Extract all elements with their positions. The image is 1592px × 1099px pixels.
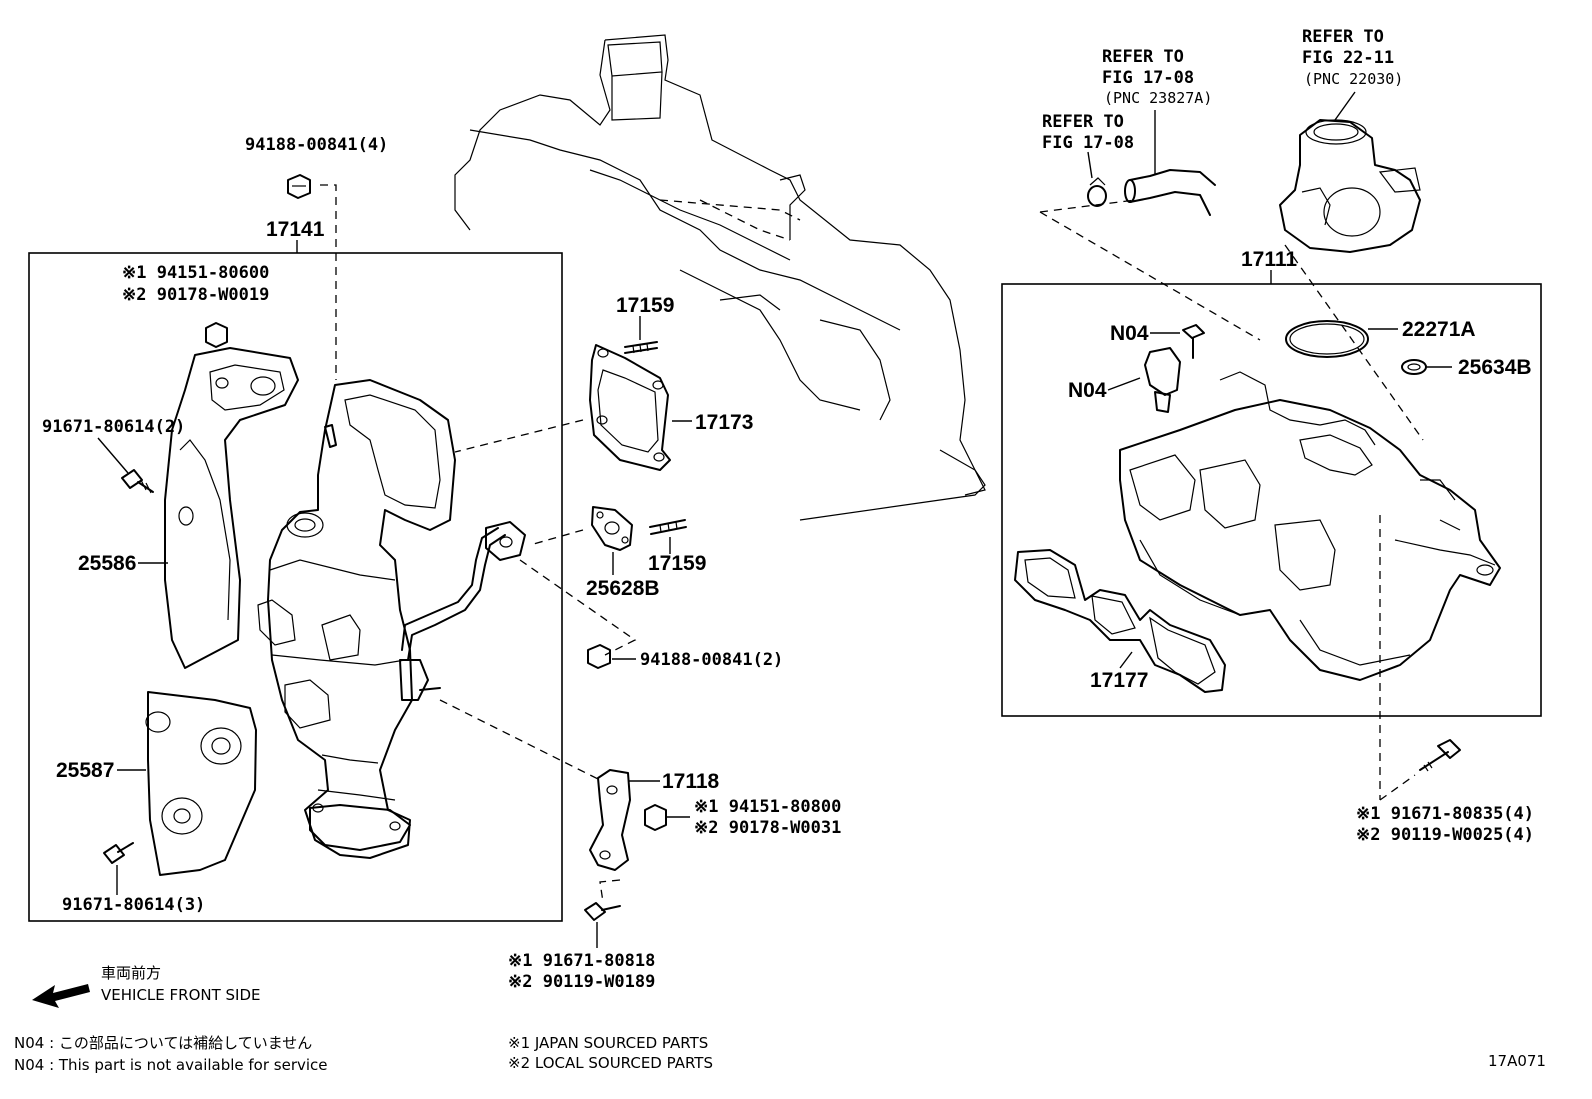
stud-icon (624, 341, 658, 354)
heat-insulator-25586 (164, 347, 299, 669)
reference-label: REFER TO (1102, 47, 1184, 67)
bracket-17118 (589, 769, 631, 871)
reference-label: FIG 17-08 (1102, 68, 1194, 88)
part-number-label: 17159 (616, 294, 674, 317)
reference-label: FIG 17-08 (1042, 133, 1134, 153)
exhaust-manifold-converter (257, 379, 456, 859)
part-number-label: 17118 (662, 770, 720, 793)
source-note-local: ※2 LOCAL SOURCED PARTS (508, 1054, 713, 1072)
part-number-label: N04 (1110, 322, 1149, 345)
engine-block-outline (454, 34, 986, 521)
sensor-n04 (1144, 347, 1181, 413)
part-number-label: 17111 (1241, 248, 1297, 271)
part-number-label: 25628B (586, 577, 660, 600)
part-number-label: ※1 94151-80800 (694, 797, 841, 817)
part-number-label: 94188-00841(4) (245, 135, 388, 155)
gasket-17173 (589, 344, 671, 471)
part-number-label: 17159 (648, 552, 706, 575)
assembly-box-17111 (1001, 283, 1542, 717)
bolt-icon (103, 842, 134, 864)
gasket-17177 (1014, 549, 1226, 693)
reference-label: REFER TO (1302, 27, 1384, 47)
part-labels: 94188-00841(4) 17141 ※1 94151-80600 ※2 9… (42, 27, 1534, 992)
front-arrow-icon (32, 984, 90, 1008)
hose (1124, 110, 1216, 216)
part-number-label: ※1 94151-80600 (122, 263, 269, 283)
part-number-label: ※2 90178-W0031 (694, 818, 841, 838)
throttle-body (1279, 91, 1421, 253)
gasket-25628B (591, 506, 633, 551)
source-note-japan: ※1 JAPAN SOURCED PARTS (508, 1034, 708, 1052)
reference-label: FIG 22-11 (1302, 48, 1394, 68)
part-number-label: 91671-80614(2) (42, 417, 185, 437)
reference-label: (PNC 22030) (1304, 70, 1403, 88)
part-number-label: 25587 (56, 759, 114, 782)
part-number-label: 25586 (78, 552, 136, 575)
part-number-label: 25634B (1458, 356, 1532, 379)
bolt-icon (121, 469, 154, 494)
part-number-label: 94188-00841(2) (640, 650, 783, 670)
nut-icon (587, 644, 611, 669)
part-number-label: ※2 90119-W0189 (508, 972, 655, 992)
n04-note: N04 : This part is not available for ser… (14, 1056, 328, 1074)
nut-icon (287, 174, 311, 199)
o-ring-22271A (1285, 320, 1369, 358)
bolt-icon (584, 902, 621, 921)
part-number-label: 17141 (266, 218, 325, 241)
reference-label: (PNC 23827A) (1104, 89, 1212, 107)
bolt-icon (1419, 739, 1461, 772)
intake-manifold (1119, 371, 1501, 681)
n04-note-jp: N04 : この部品については補給していません (14, 1034, 312, 1052)
nut-icon (205, 322, 228, 348)
hose-clamp-icon (1087, 151, 1107, 207)
assembly-box-17141 (28, 252, 563, 922)
nut-icon (644, 804, 667, 831)
bolt-icon (1182, 324, 1205, 359)
gasket-25634B (1401, 359, 1427, 375)
reference-label: REFER TO (1042, 112, 1124, 132)
stud-icon (649, 519, 687, 535)
sensor-pipe (399, 521, 526, 701)
front-side-label: VEHICLE FRONT SIDE (101, 986, 261, 1004)
front-side-label-jp: 車両前方 (101, 964, 161, 982)
part-number-label: 91671-80614(3) (62, 895, 205, 915)
part-number-label: 22271A (1402, 318, 1476, 341)
part-number-label: ※1 91671-80835(4) (1356, 804, 1534, 824)
part-number-label: ※2 90178-W0019 (122, 285, 269, 305)
part-number-label: ※2 90119-W0025(4) (1356, 825, 1534, 845)
part-number-label: ※1 91671-80818 (508, 951, 655, 971)
legend: 車両前方 VEHICLE FRONT SIDE N04 : この部品については補… (14, 964, 1546, 1074)
part-number-label: 17173 (695, 411, 753, 434)
figure-code: 17A071 (1488, 1052, 1546, 1070)
part-number-label: N04 (1068, 379, 1107, 402)
heat-insulator-25587 (145, 691, 257, 876)
part-number-label: 17177 (1090, 669, 1148, 692)
